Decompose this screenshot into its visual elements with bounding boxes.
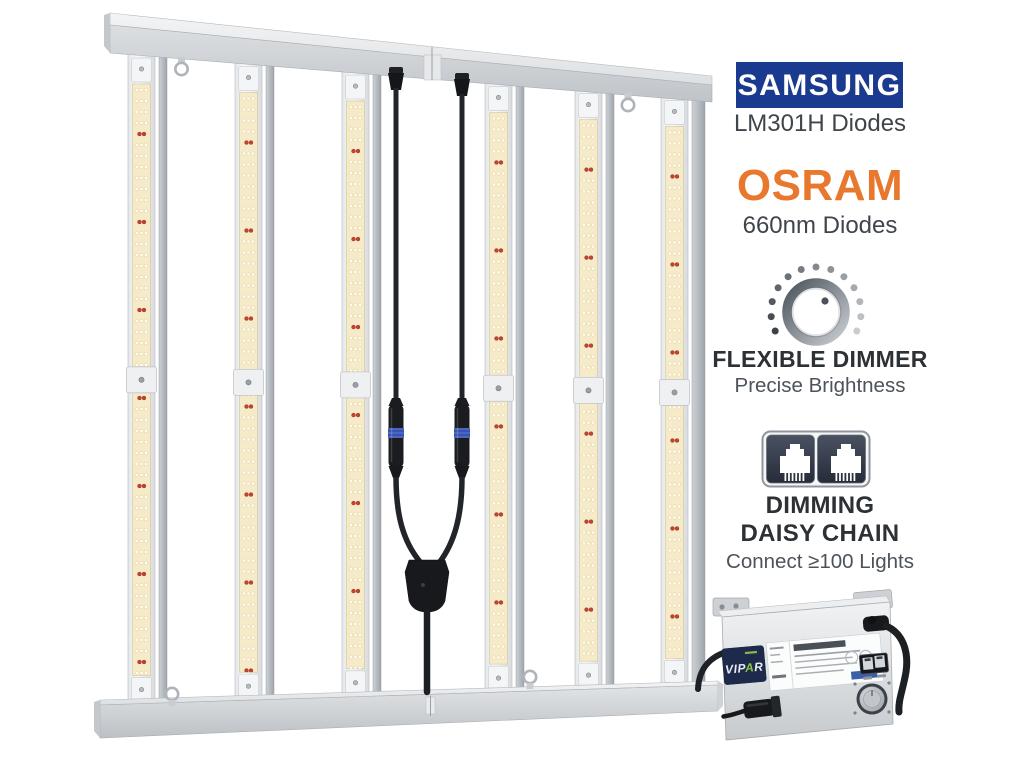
- daisy-chain-subtitle: Connect ≥100 Lights: [726, 550, 914, 573]
- led-bars: [126, 47, 706, 711]
- led-bar: [340, 64, 382, 704]
- daisy-chain-title-line1: DIMMING: [765, 492, 875, 519]
- bottom-rail: [94, 680, 723, 739]
- hook-icon: [164, 686, 180, 706]
- dimmer-indicator-dot: [821, 297, 829, 305]
- y-splitter: [404, 559, 450, 613]
- power-cables: [388, 67, 470, 696]
- dimmer-knob-icon: [767, 263, 865, 346]
- dimmer-feature-subtitle: Precise Brightness: [734, 374, 906, 397]
- bottom-rail-right-cap: [718, 681, 723, 711]
- hanging-hooks: [164, 57, 636, 706]
- hook-icon: [174, 57, 190, 77]
- cable-gland: [862, 615, 890, 632]
- driver-brand-label: VIPAR: [721, 645, 767, 685]
- driver-dimmer-knob: [853, 681, 891, 715]
- top-rail-left-cap: [104, 13, 110, 53]
- hook-icon: [522, 669, 538, 689]
- samsung-logo-text: SAMSUNG: [737, 69, 902, 102]
- led-bar: [659, 90, 706, 693]
- samsung-caption: LM301H Diodes: [733, 110, 907, 137]
- driver-brand-text: VIPAR: [725, 659, 764, 676]
- driver-box: VIPAR: [695, 589, 911, 741]
- power-plug: [721, 695, 782, 719]
- hook-icon: [620, 93, 636, 113]
- led-bar: [483, 76, 525, 699]
- osram-caption: 660nm Diodes: [742, 212, 898, 239]
- dimmer-scale-dots: [767, 263, 865, 335]
- rj45-dual-port-icon: [761, 430, 871, 488]
- led-bar: [233, 56, 275, 707]
- led-bar: [126, 47, 168, 711]
- daisy-chain-title-line2: DAISY CHAIN: [740, 520, 900, 547]
- bottom-rail-left-cap: [94, 700, 100, 738]
- driver-output-cable: [882, 622, 911, 716]
- cable-connector: [454, 398, 470, 478]
- led-bar: [573, 83, 615, 696]
- top-rail: [104, 12, 713, 103]
- samsung-logo-badge: SAMSUNG: [736, 62, 903, 108]
- osram-logo-text: OSRAM: [736, 161, 904, 210]
- cable-connector: [388, 398, 404, 478]
- driver-rj45-ports: [858, 652, 889, 680]
- dimmer-feature-title: FLEXIBLE DIMMER: [712, 346, 928, 372]
